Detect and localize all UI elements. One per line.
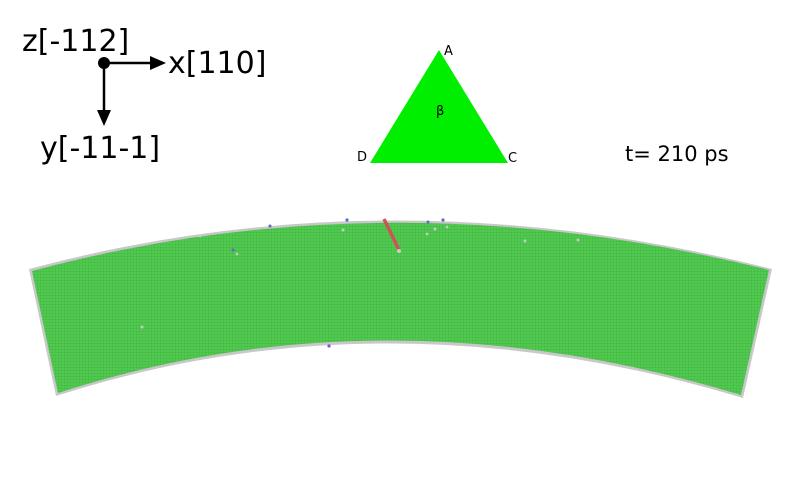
- coordinate-axes: z[-112] x[110] y[-11-1]: [22, 24, 266, 166]
- thompson-triangle: A D C β: [357, 44, 517, 166]
- defect-atom: [235, 252, 239, 256]
- defect-atom: [268, 224, 272, 228]
- defect-atom: [425, 232, 429, 236]
- defect-atom: [433, 227, 437, 231]
- y-axis-arrowhead: [97, 110, 111, 126]
- defect-atom: [341, 228, 345, 232]
- face-label-beta: β: [436, 104, 444, 119]
- defect-atom: [345, 218, 349, 222]
- defect-atom: [523, 239, 527, 243]
- defect-atom: [140, 325, 144, 329]
- defect-atom: [327, 344, 331, 348]
- defect-atom: [576, 238, 580, 242]
- dislocation-core: [397, 249, 401, 253]
- x-axis-arrowhead: [150, 56, 166, 70]
- defect-atom: [445, 225, 449, 229]
- vertex-label-a: A: [444, 44, 453, 59]
- y-axis-label: y[-11-1]: [40, 131, 160, 166]
- x-axis-label: x[110]: [168, 46, 266, 81]
- vertex-label-c: C: [508, 151, 517, 166]
- defect-atom: [426, 220, 430, 224]
- z-axis-dot: [98, 57, 110, 69]
- time-label: t= 210 ps: [625, 142, 729, 166]
- dislocation-line: [382, 218, 401, 251]
- bent-specimen: [29, 218, 772, 398]
- triangle-face: [370, 50, 508, 163]
- defect-atom: [231, 248, 235, 252]
- specimen-bulk: [32, 222, 769, 395]
- vertex-label-d: D: [357, 150, 367, 165]
- z-axis-label: z[-112]: [22, 24, 129, 59]
- defect-atom: [441, 218, 445, 222]
- defect-atom: [198, 234, 202, 238]
